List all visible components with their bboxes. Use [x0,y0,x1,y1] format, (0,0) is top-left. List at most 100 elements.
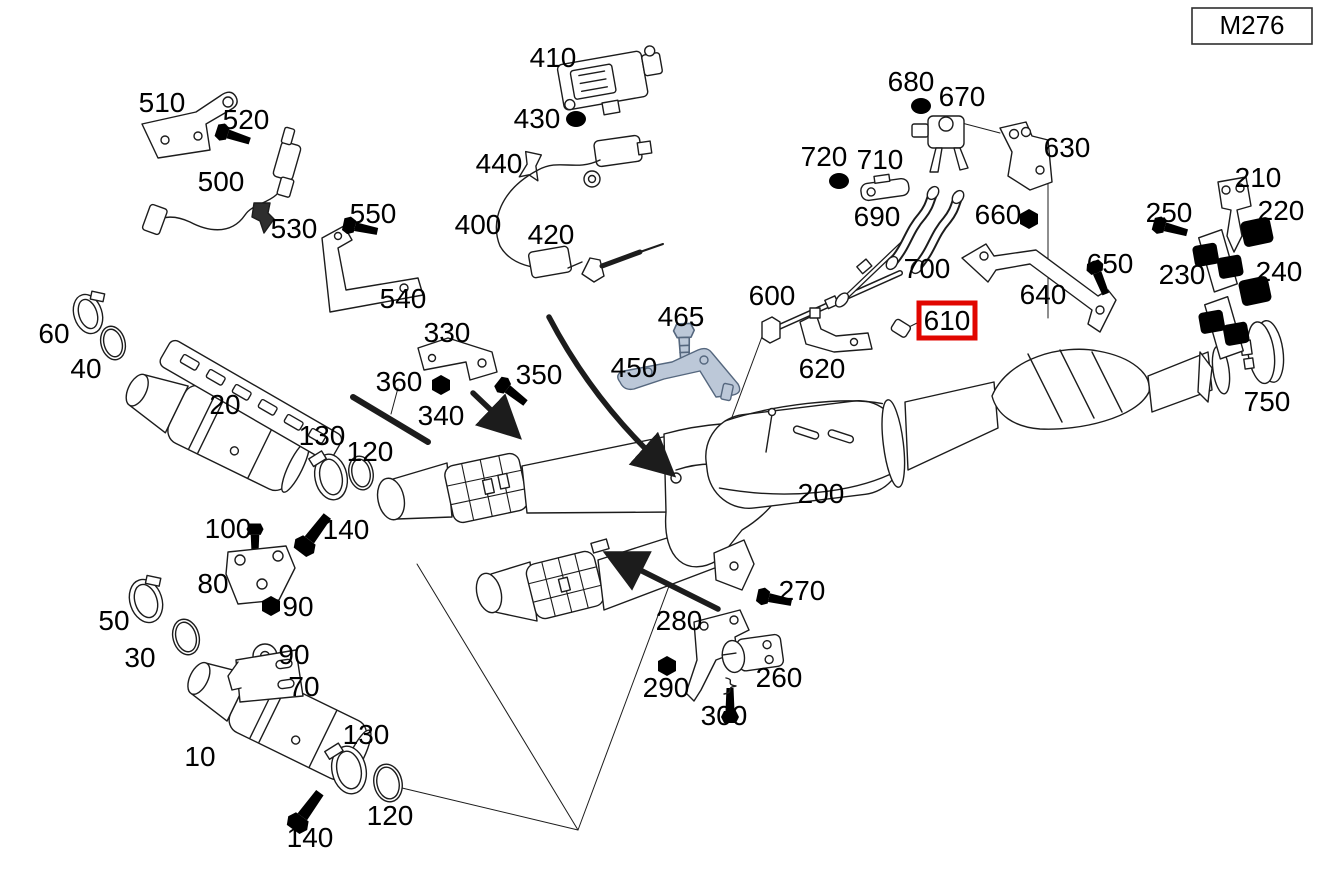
part-640-bracket [961,243,1117,333]
callout-465[interactable]: 465 [658,301,705,332]
part-70-bracket [227,649,304,703]
part-500-oxygen-sensor [141,126,302,236]
callout-140-upper[interactable]: 140 [323,514,370,545]
part-670-valve-sensor [911,115,969,173]
callout-530[interactable]: 530 [271,213,318,244]
callout-260[interactable]: 260 [756,662,803,693]
callout-30[interactable]: 30 [124,642,155,673]
part-680-grommet [911,98,931,114]
engine-code-label: M276 [1219,10,1284,40]
part-710-clamp-piece [860,173,910,202]
callout-300[interactable]: 300 [701,700,748,731]
callout-610[interactable]: 610 [924,305,971,336]
part-260-rubber-mount [721,633,785,674]
callout-520[interactable]: 520 [223,104,270,135]
part-450-bracket-highlighted [617,347,741,402]
callout-550[interactable]: 550 [350,198,397,229]
callout-670[interactable]: 670 [939,81,986,112]
bracket-tab-lower-pipe [590,538,610,554]
callout-290[interactable]: 290 [643,672,690,703]
engine-code-box: M276 [1191,7,1313,45]
callout-540[interactable]: 540 [380,283,427,314]
part-420-temp-sensor [527,243,664,283]
callout-120-upper[interactable]: 120 [347,436,394,467]
callout-430[interactable]: 430 [514,103,561,134]
callout-340[interactable]: 340 [418,400,465,431]
callout-130-upper[interactable]: 130 [299,420,346,451]
callout-210[interactable]: 210 [1235,162,1282,193]
callout-680[interactable]: 680 [888,66,935,97]
part-410-control-module [556,45,663,116]
highlight-box-610 [916,300,978,341]
callout-600[interactable]: 600 [749,280,796,311]
part-620-bracket [799,307,873,353]
callout-20[interactable]: 20 [209,389,240,420]
callout-650[interactable]: 650 [1087,248,1134,279]
callout-750[interactable]: 750 [1244,386,1291,417]
callout-400[interactable]: 400 [455,209,502,240]
callout-500[interactable]: 500 [198,166,245,197]
callout-250[interactable]: 250 [1146,197,1193,228]
callout-240[interactable]: 240 [1256,256,1303,287]
callout-200[interactable]: 200 [798,478,845,509]
part-330-bracket [417,337,498,381]
part-510-bracket [141,91,238,159]
part-400-sensor-cable [495,134,653,269]
callout-60[interactable]: 60 [38,318,69,349]
part-60-clamp [72,290,106,335]
part-530-clip [251,202,275,234]
part-700-hoses [885,185,965,275]
callout-660[interactable]: 660 [975,199,1022,230]
part-280-bracket [685,609,750,702]
part-120-lower-gasket-ring [373,763,403,803]
part-130-upper-clamp [308,450,349,501]
callout-350[interactable]: 350 [516,359,563,390]
part-230-hanger-bracket-upper [1191,229,1245,293]
part-80-bracket [225,545,296,605]
callout-440[interactable]: 440 [476,148,523,179]
part-210-bracket [1217,176,1252,253]
part-690-pipe [834,237,909,308]
callout-90-upper[interactable]: 90 [282,591,313,622]
callout-270[interactable]: 270 [779,575,826,606]
callout-70[interactable]: 70 [288,671,319,702]
callout-690[interactable]: 690 [854,201,901,232]
callout-280[interactable]: 280 [656,605,703,636]
callout-230[interactable]: 230 [1159,259,1206,290]
callout-710[interactable]: 710 [857,144,904,175]
part-720-grommet [829,173,849,189]
part-230-hanger-bracket-lower [1197,296,1251,360]
callout-130-lower[interactable]: 130 [343,719,390,750]
flex-coupling-upper [444,452,529,524]
callout-10[interactable]: 10 [184,741,215,772]
callout-140-lower[interactable]: 140 [287,822,334,853]
callout-410[interactable]: 410 [530,42,577,73]
callout-50[interactable]: 50 [98,605,129,636]
catalyst-spindle [991,348,1150,430]
callout-420[interactable]: 420 [528,219,575,250]
part-120-upper-gasket-ring [348,455,374,491]
callout-720[interactable]: 720 [801,141,848,172]
callout-510[interactable]: 510 [139,87,186,118]
callout-640[interactable]: 640 [1020,279,1067,310]
part-430-grommet [566,111,586,127]
callout-40[interactable]: 40 [70,353,101,384]
part-50-clamp [128,574,164,624]
callout-120-lower[interactable]: 120 [367,800,414,831]
callout-700[interactable]: 700 [904,253,951,284]
catalyst-chamber-shielded [705,399,906,509]
callout-450[interactable]: 450 [611,352,658,383]
callout-330[interactable]: 330 [424,317,471,348]
callout-630[interactable]: 630 [1044,132,1091,163]
callout-80[interactable]: 80 [197,568,228,599]
part-660-nut [1020,209,1038,229]
callout-100[interactable]: 100 [205,513,252,544]
callout-220[interactable]: 220 [1258,195,1305,226]
callout-360[interactable]: 360 [376,366,423,397]
callout-620[interactable]: 620 [799,353,846,384]
part-300-bolt [721,677,739,723]
callout-90-lower[interactable]: 90 [278,639,309,670]
indicator-arrows [350,314,721,612]
